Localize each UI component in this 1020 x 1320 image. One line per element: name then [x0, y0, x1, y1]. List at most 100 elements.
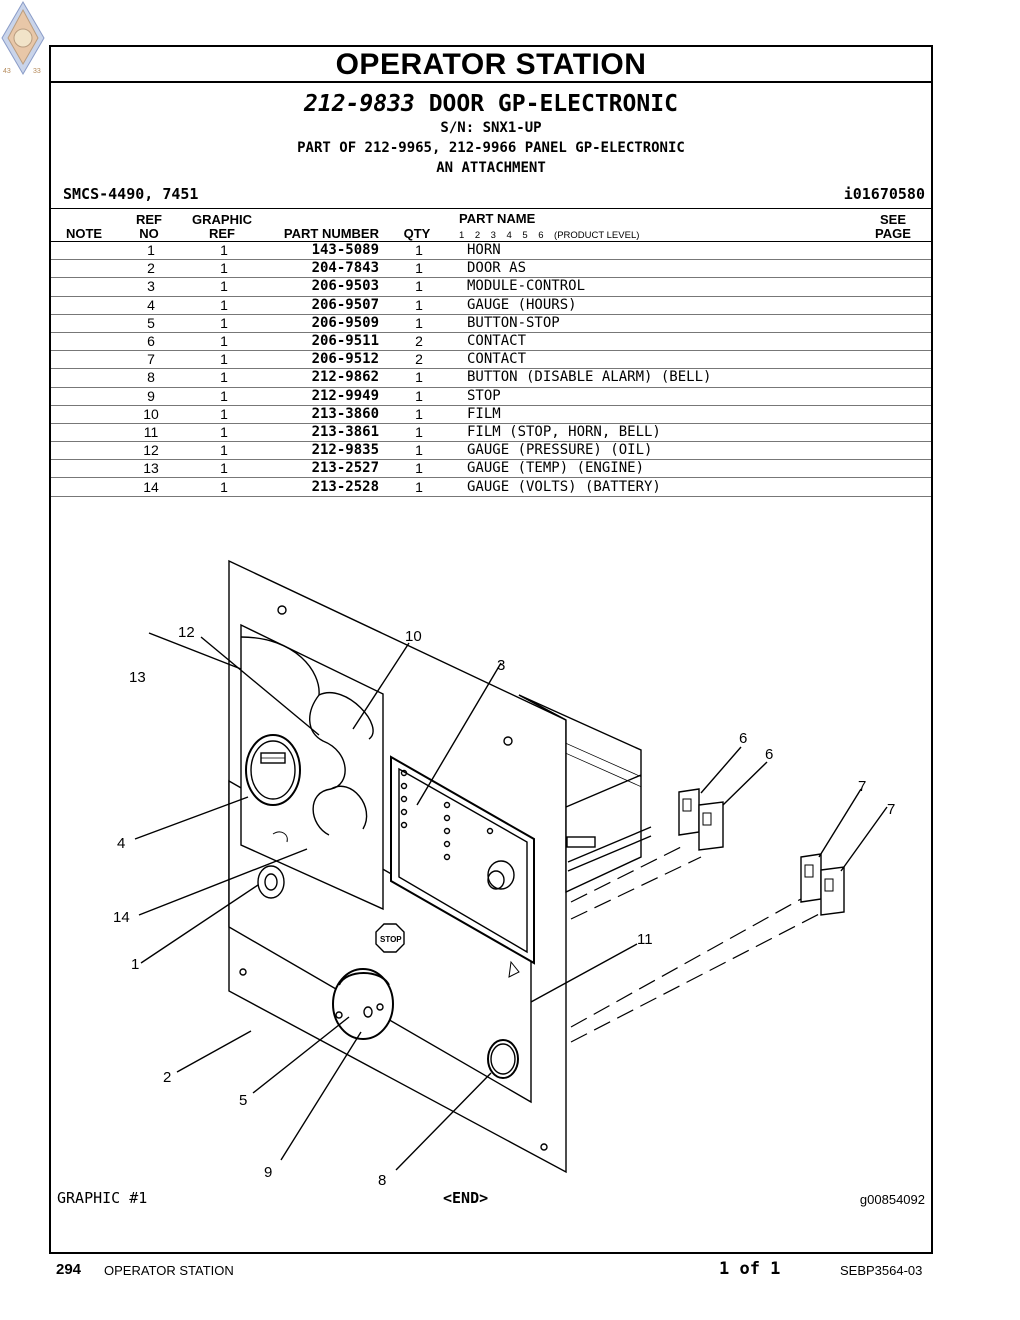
part-name-cell: GAUGE (TEMP) (ENGINE): [459, 459, 931, 479]
hour-gauge: [245, 734, 301, 806]
logo-number-left: 43: [3, 68, 11, 75]
qty-cell: 1: [379, 242, 459, 261]
part-name-cell: CONTACT: [459, 350, 931, 370]
end-marker: <END>: [443, 1189, 489, 1207]
small-screw: [272, 831, 288, 843]
callout-3: 3: [497, 657, 505, 674]
graphic-ref-cell: 1: [189, 314, 259, 333]
part-number-cell: 213-2528: [259, 477, 379, 497]
callout-labels: 12 10 3 13 6 6 7 7 4 14 11 1 2 5 9 8: [113, 624, 895, 1187]
note-cell: [51, 423, 113, 443]
stop-sign-text: STOP: [380, 935, 402, 944]
part-number-cell: 212-9862: [259, 368, 379, 388]
col-part-name-header: PART NAME: [459, 211, 536, 226]
col-graphic-ref-line2: REF: [209, 226, 235, 241]
note-cell: [51, 459, 113, 479]
gauge-film: [240, 623, 384, 911]
callout-11: 11: [637, 931, 653, 948]
note-cell: [51, 368, 113, 388]
qty-cell: 2: [379, 332, 459, 352]
product-level-scale: 1 2 3 4 5 6 (PRODUCT LEVEL): [459, 230, 640, 241]
graphic-ref-cell: 1: [189, 350, 259, 370]
ref-no-cell: 9: [113, 387, 189, 406]
callout-10: 10: [405, 628, 422, 645]
col-graphic-ref-line1: GRAPHIC: [192, 212, 252, 227]
control-module-box: [518, 694, 652, 894]
note-cell: [51, 387, 113, 406]
qty-cell: 1: [379, 314, 459, 333]
part-name-cell: GAUGE (VOLTS) (BATTERY): [459, 477, 931, 497]
callout-2: 2: [163, 1069, 171, 1086]
stop-button: [332, 968, 394, 1040]
note-cell: [51, 242, 113, 261]
qty-cell: 1: [379, 277, 459, 297]
part-of-line: PART OF 212-9965, 212-9966 PANEL GP-ELEC…: [297, 140, 685, 156]
ref-no-cell: 12: [113, 441, 189, 461]
ref-no-cell: 6: [113, 332, 189, 352]
note-cell: [51, 477, 113, 497]
note-cell: [51, 314, 113, 333]
ref-no-cell: 10: [113, 405, 189, 424]
info-reference: i01670580: [843, 185, 925, 203]
callout-6a: 6: [739, 730, 747, 747]
ref-no-cell: 2: [113, 259, 189, 279]
part-number-cell: 213-3861: [259, 423, 379, 443]
col-see-page-header: SEE PAGE: [863, 213, 923, 241]
graphic-ref-cell: 1: [189, 405, 259, 424]
table-top-rule: [51, 208, 931, 209]
qty-cell: 2: [379, 350, 459, 370]
graphic-ref-cell: 1: [189, 332, 259, 352]
note-cell: [51, 277, 113, 297]
qty-cell: 1: [379, 296, 459, 315]
callout-5: 5: [239, 1092, 247, 1109]
graphic-ref-cell: 1: [189, 277, 259, 297]
ref-no-cell: 5: [113, 314, 189, 333]
graphic-ref-cell: 1: [189, 441, 259, 461]
page-of-count: 1 of 1: [719, 1259, 781, 1279]
group-number: 212-9833: [304, 91, 415, 117]
contact-blocks-7: [800, 853, 845, 916]
attachment-line: AN ATTACHMENT: [436, 160, 546, 176]
part-number-cell: 206-9511: [259, 332, 379, 352]
graphic-number: g00854092: [859, 1192, 925, 1207]
part-name-cell: STOP: [459, 387, 931, 406]
note-cell: [51, 259, 113, 279]
smcs-codes: SMCS-4490, 7451: [63, 185, 199, 203]
section-title: OPERATOR STATION: [51, 47, 931, 83]
col-ref-no-line1: REF: [136, 212, 162, 227]
graphic-label: GRAPHIC #1: [57, 1189, 148, 1207]
graphic-ref-cell: 1: [189, 242, 259, 261]
callout-leaders: [134, 632, 888, 1171]
note-cell: [51, 296, 113, 315]
part-name-cell: CONTACT: [459, 332, 931, 352]
part-number-cell: 206-9507: [259, 296, 379, 315]
ref-no-cell: 4: [113, 296, 189, 315]
graphic-ref-cell: 1: [189, 296, 259, 315]
assembly-guide-lines: [570, 846, 824, 1043]
graphic-ref-cell: 1: [189, 259, 259, 279]
col-note-header: NOTE: [65, 226, 103, 241]
callout-8: 8: [378, 1172, 386, 1187]
qty-cell: 1: [379, 387, 459, 406]
callout-9: 9: [264, 1164, 272, 1181]
part-number-cell: 206-9512: [259, 350, 379, 370]
qty-cell: 1: [379, 423, 459, 443]
part-number-cell: 206-9503: [259, 277, 379, 297]
ref-no-cell: 1: [113, 242, 189, 261]
part-number-cell: 204-7843: [259, 259, 379, 279]
col-qty-header: QTY: [403, 226, 431, 241]
note-cell: [51, 350, 113, 370]
publisher-logo: 43 33: [1, 1, 45, 75]
part-number-cell: 143-5089: [259, 242, 379, 261]
